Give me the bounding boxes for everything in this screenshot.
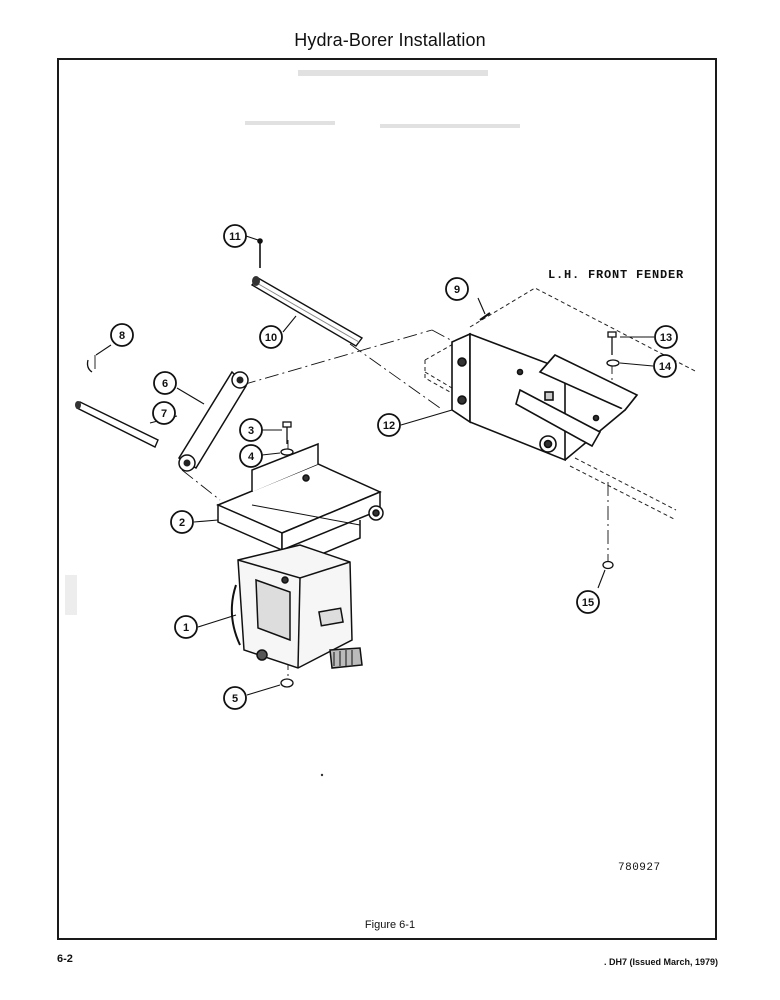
callout-13: 13 [660, 332, 672, 344]
callout-13-circle [654, 325, 678, 349]
part-3-bolt [282, 421, 292, 444]
callout-8: 8 [119, 330, 125, 342]
part-12-fender-bracket [451, 332, 639, 462]
stray-dot [320, 773, 324, 777]
page-number: 6-2 [57, 953, 73, 965]
callout-7: 7 [161, 408, 167, 420]
part-4-washer [280, 448, 294, 456]
callout-circles [110, 224, 678, 710]
callout-1: 1 [183, 622, 189, 634]
callout-5-circle [223, 686, 247, 710]
issue-info: . DH7 (Issued March, 1979) [603, 957, 718, 967]
callout-4-circle [239, 444, 263, 468]
callout-10: 10 [265, 332, 277, 344]
fender-label: L.H. FRONT FENDER [548, 268, 684, 282]
part-1-gearbox [230, 544, 363, 669]
fender-outline [424, 287, 698, 521]
part-9-pin [479, 312, 491, 321]
callout-11: 11 [229, 231, 241, 243]
callout-9: 9 [454, 284, 460, 296]
part-6-link [177, 370, 249, 472]
part-14-washer [606, 359, 620, 367]
callout-numbers: 11 10 8 6 7 3 4 2 1 5 9 12 13 14 15 [119, 231, 672, 705]
callout-12-circle [377, 413, 401, 437]
callout-15: 15 [582, 597, 594, 609]
part-7-rod [75, 401, 159, 448]
callout-9-circle [445, 277, 469, 301]
part-5-nut [280, 678, 294, 688]
bleed-through-marks [65, 70, 520, 615]
part-15-nut [602, 560, 614, 570]
callout-11-circle [223, 224, 247, 248]
callout-5: 5 [232, 693, 238, 705]
callout-6-circle [153, 371, 177, 395]
callout-3: 3 [248, 425, 254, 437]
drawing-number: 780927 [618, 862, 661, 874]
callout-7-circle [152, 401, 176, 425]
callout-2-circle [170, 510, 194, 534]
callout-3-circle [239, 418, 263, 442]
callout-10-circle [259, 325, 283, 349]
figure-caption: Figure 6-1 [364, 919, 416, 931]
part-10-rod [250, 276, 364, 347]
part-13-bolt [607, 331, 617, 355]
figure-frame [57, 58, 717, 940]
callout-12: 12 [383, 420, 395, 432]
callout-6: 6 [162, 378, 168, 390]
part-8-pin [86, 359, 93, 373]
callout-2: 2 [179, 517, 185, 529]
callout-4: 4 [248, 451, 255, 463]
leader-lines [95, 235, 654, 696]
callout-14: 14 [659, 361, 672, 373]
callout-14-circle [653, 354, 677, 378]
callout-8-circle [110, 323, 134, 347]
page-title: Hydra-Borer Installation [294, 30, 486, 50]
callout-1-circle [174, 615, 198, 639]
callout-15-circle [576, 590, 600, 614]
part-11-pin [257, 238, 263, 268]
